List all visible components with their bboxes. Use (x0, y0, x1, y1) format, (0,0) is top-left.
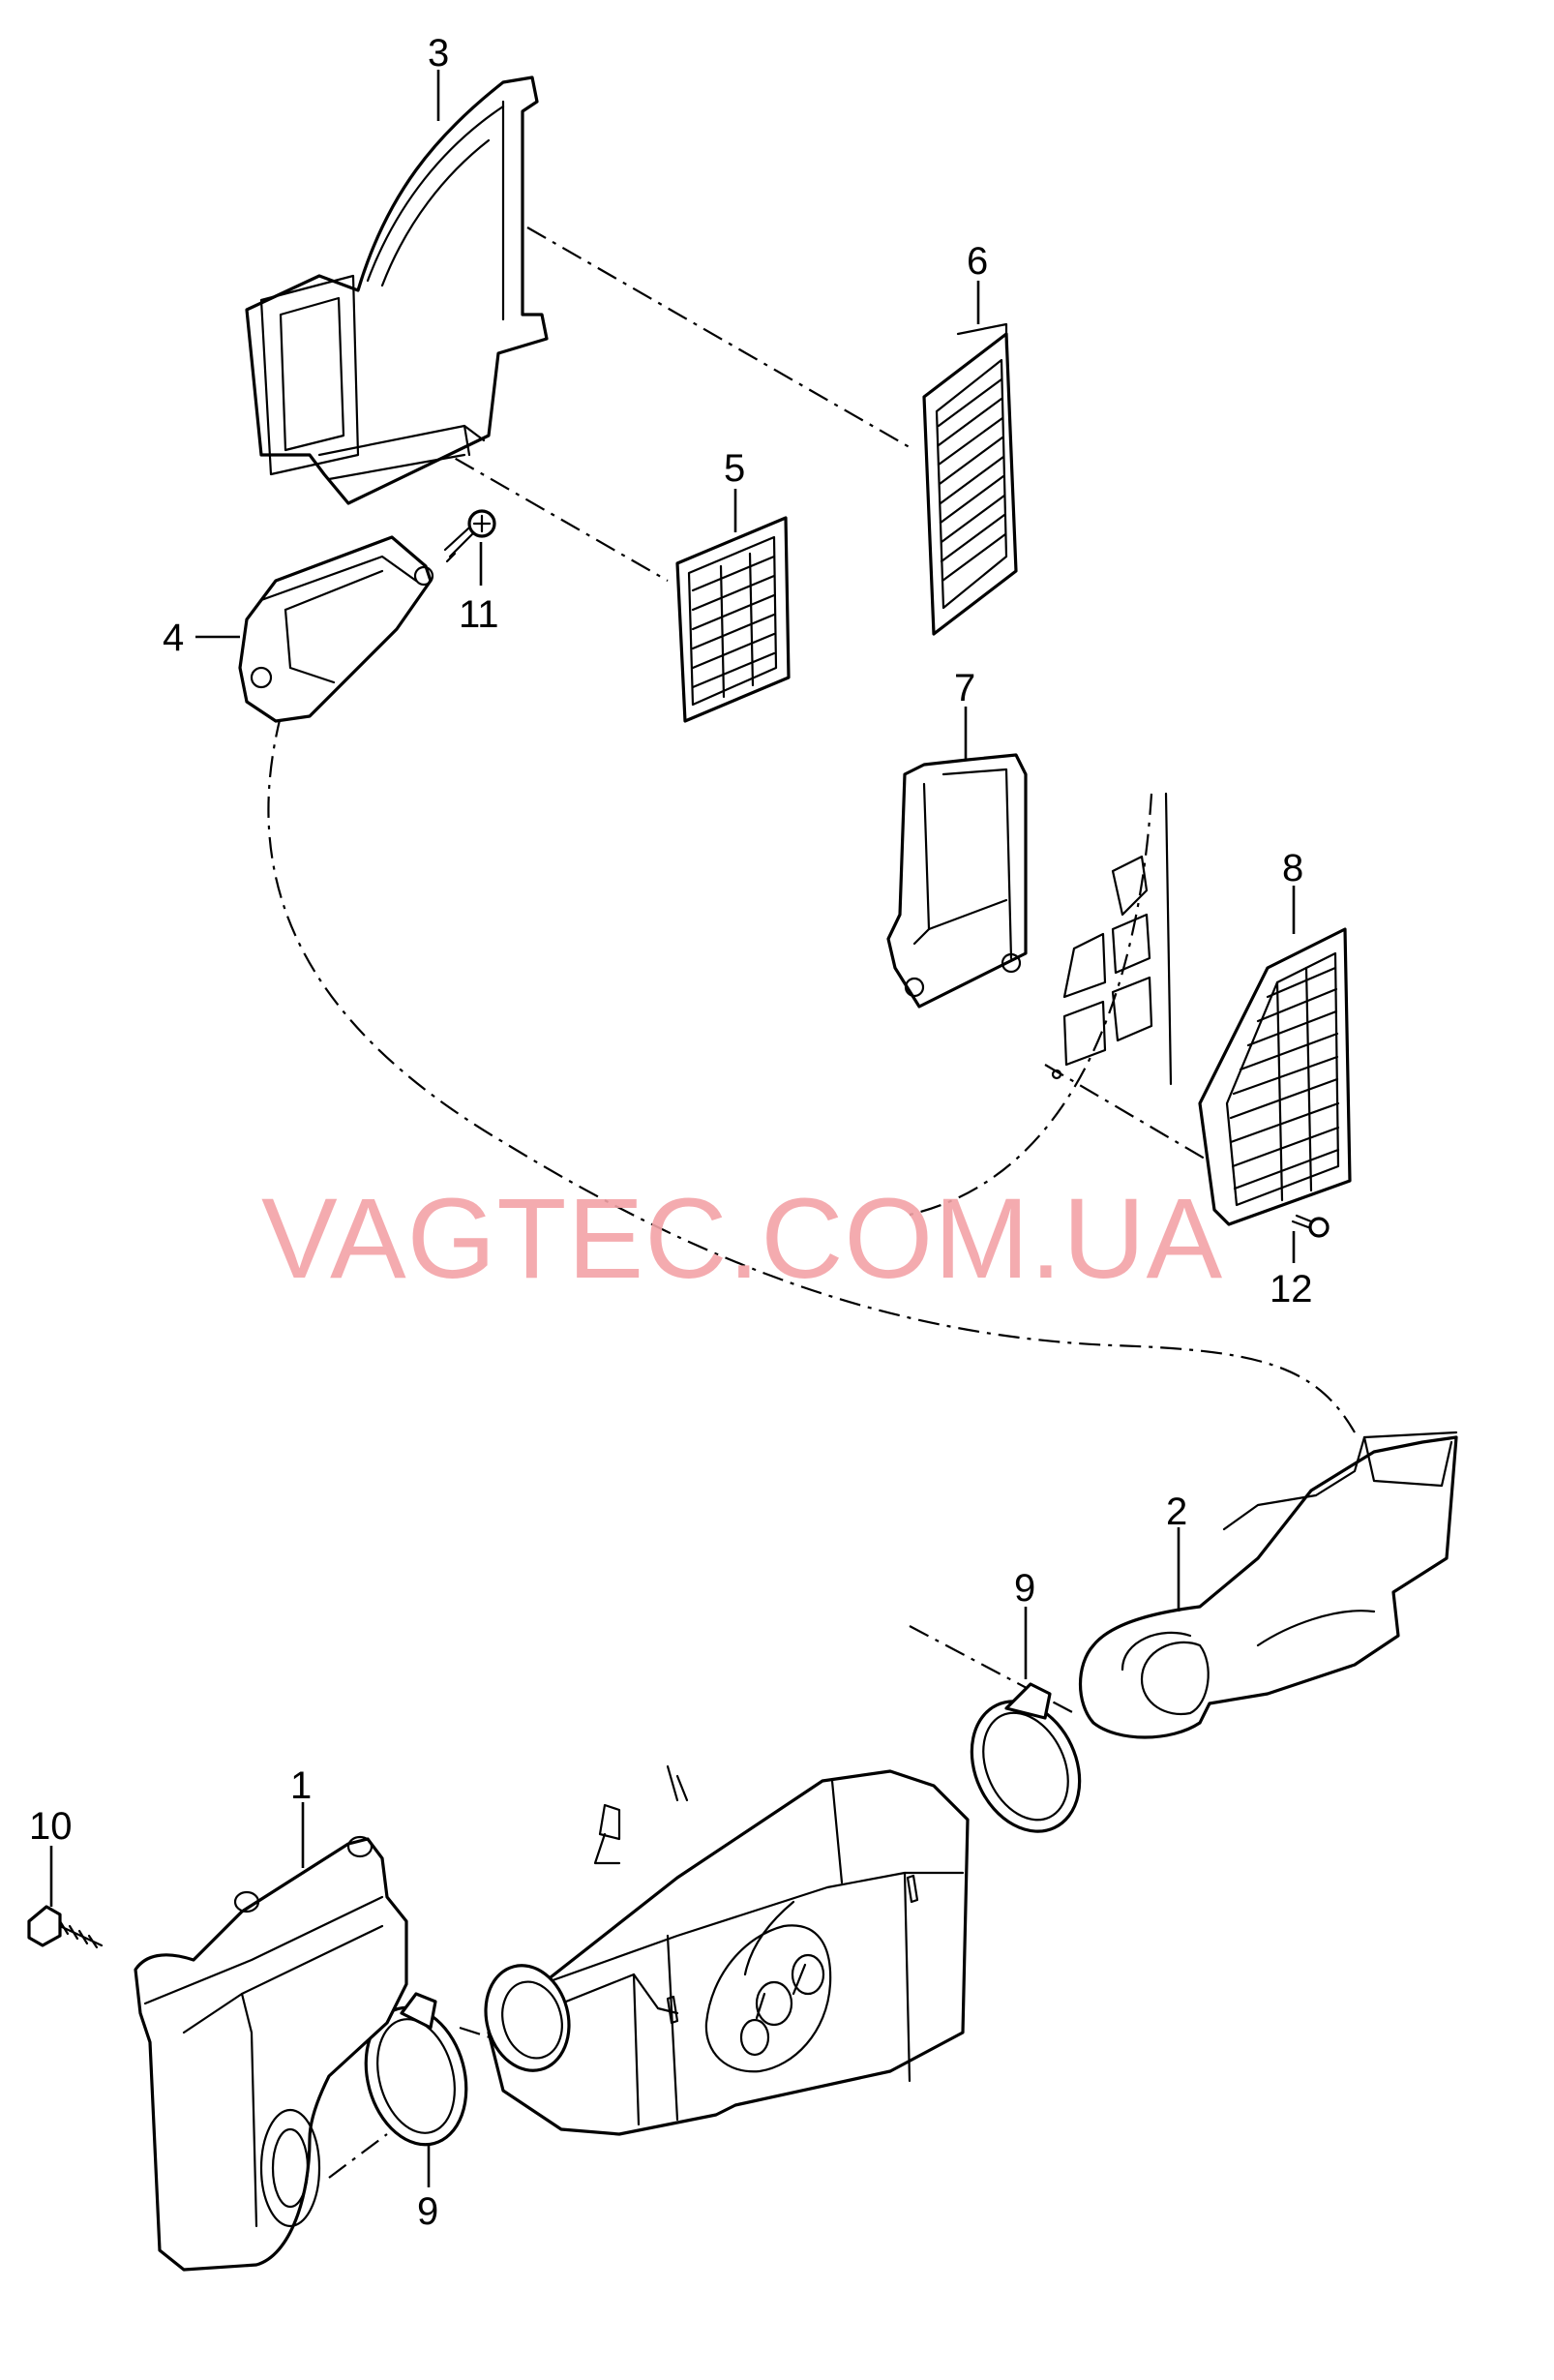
callout-labels: 1 2 3 4 5 6 7 8 9 9 10 11 12 (29, 32, 1313, 2233)
part-7-housing (886, 753, 1028, 1009)
part-8-side-grille (1198, 927, 1352, 1226)
part-2-outlet-duct (1078, 1431, 1458, 1739)
callout-2: 2 (1166, 1491, 1187, 1533)
callout-9-lower: 9 (417, 2190, 438, 2233)
part-4-outlet-nozzle (238, 535, 434, 723)
callout-4: 4 (163, 617, 184, 659)
assembly-lines (267, 226, 1356, 2179)
part-6-tall-grille (922, 322, 1018, 636)
part-11-screw (443, 509, 496, 563)
watermark-text: VAGTEC.COM.UA (261, 1175, 1223, 1303)
callout-10: 10 (29, 1805, 73, 1848)
heater-unit (484, 1764, 970, 2136)
callout-9-upper: 9 (1014, 1567, 1035, 1610)
callout-7: 7 (954, 667, 975, 709)
callout-6: 6 (967, 240, 988, 283)
part-12-screw (1291, 1214, 1330, 1238)
part-9-hose-clamp-lower (364, 1992, 468, 2147)
body-panel (1051, 792, 1173, 1086)
callout-11: 11 (459, 593, 499, 636)
part-5-vent-grille (675, 516, 791, 723)
callout-3: 3 (428, 32, 449, 75)
callout-12: 12 (1270, 1268, 1313, 1311)
part-1-inlet-duct (134, 1835, 408, 2272)
part-9-hose-clamp-upper (970, 1682, 1082, 1833)
leader-lines (49, 70, 1296, 2187)
callout-1: 1 (290, 1764, 312, 1807)
callout-5: 5 (724, 447, 745, 490)
callout-8: 8 (1282, 847, 1303, 889)
part-10-bolt (27, 1905, 104, 1949)
part-3-air-duct (245, 75, 549, 505)
